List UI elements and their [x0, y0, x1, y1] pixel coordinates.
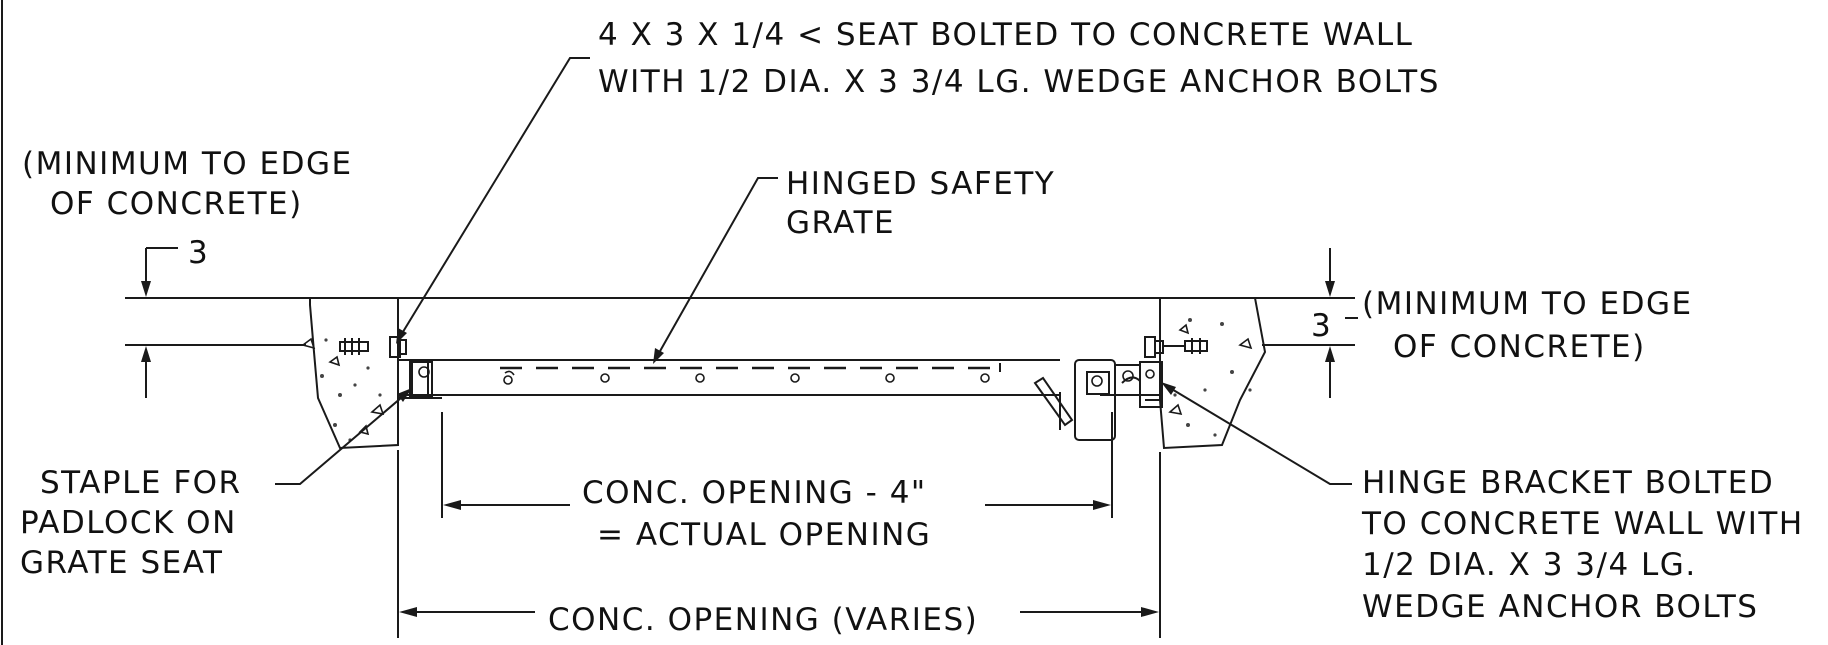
conc-opening-label: CONC. OPENING (VARIES) [548, 602, 978, 638]
conc-opening-dimension [397, 450, 1161, 638]
min-edge-right-line1: (MINIMUM TO EDGE [1362, 286, 1693, 322]
hinge-note-line1: HINGE BRACKET BOLTED [1362, 465, 1774, 501]
min-edge-left-line2: OF CONCRETE) [50, 186, 303, 222]
left-seat-angle [398, 361, 442, 399]
left-concrete-aggregate [301, 337, 385, 442]
min-edge-left-line1: (MINIMUM TO EDGE [22, 146, 353, 182]
dim-left-value: 3 [188, 235, 209, 271]
left-anchor-bolt [339, 336, 407, 358]
seat-note-line2: WITH 1/2 DIA. X 3 3/4 LG. WEDGE ANCHOR B… [598, 64, 1440, 100]
right-concrete-aggregate [1168, 318, 1253, 437]
staple-leader [275, 388, 412, 485]
actual-opening-line2: = ACTUAL OPENING [597, 517, 931, 553]
hinge-note-line2: TO CONCRETE WALL WITH [1361, 506, 1804, 542]
grate-leader [653, 177, 778, 364]
dim-right-value: 3 [1311, 308, 1332, 344]
min-edge-right-line2: OF CONCRETE) [1393, 329, 1646, 365]
hinge-note-line3: 1/2 DIA. X 3 3/4 LG. [1362, 547, 1697, 583]
swung-grate-leaf [1033, 376, 1074, 430]
grate-note-line2: GRATE [786, 205, 895, 241]
hinged-safety-grate [398, 359, 1060, 396]
dimension-left-3 [141, 247, 178, 398]
grate-note-line1: HINGED SAFETY [786, 166, 1055, 202]
staple-note-line1: STAPLE FOR [40, 465, 242, 501]
staple-note-line3: GRATE SEAT [20, 545, 223, 581]
staple-note-line2: PADLOCK ON [20, 505, 237, 541]
actual-opening-dimension [441, 412, 1113, 518]
right-concrete-wall [1159, 297, 1267, 450]
right-hinge-bracket [1074, 359, 1163, 441]
right-anchor-bolt [1144, 336, 1208, 358]
seat-note-line1: 4 X 3 X 1/4 < SEAT BOLTED TO CONCRETE WA… [598, 17, 1413, 53]
dimension-right-3 [1325, 248, 1358, 398]
hinge-note-line4: WEDGE ANCHOR BOLTS [1362, 589, 1758, 625]
actual-opening-line1: CONC. OPENING - 4" [582, 475, 927, 511]
hinge-leader [1161, 382, 1352, 485]
seat-leader [396, 57, 590, 344]
left-concrete-wall [309, 297, 399, 450]
